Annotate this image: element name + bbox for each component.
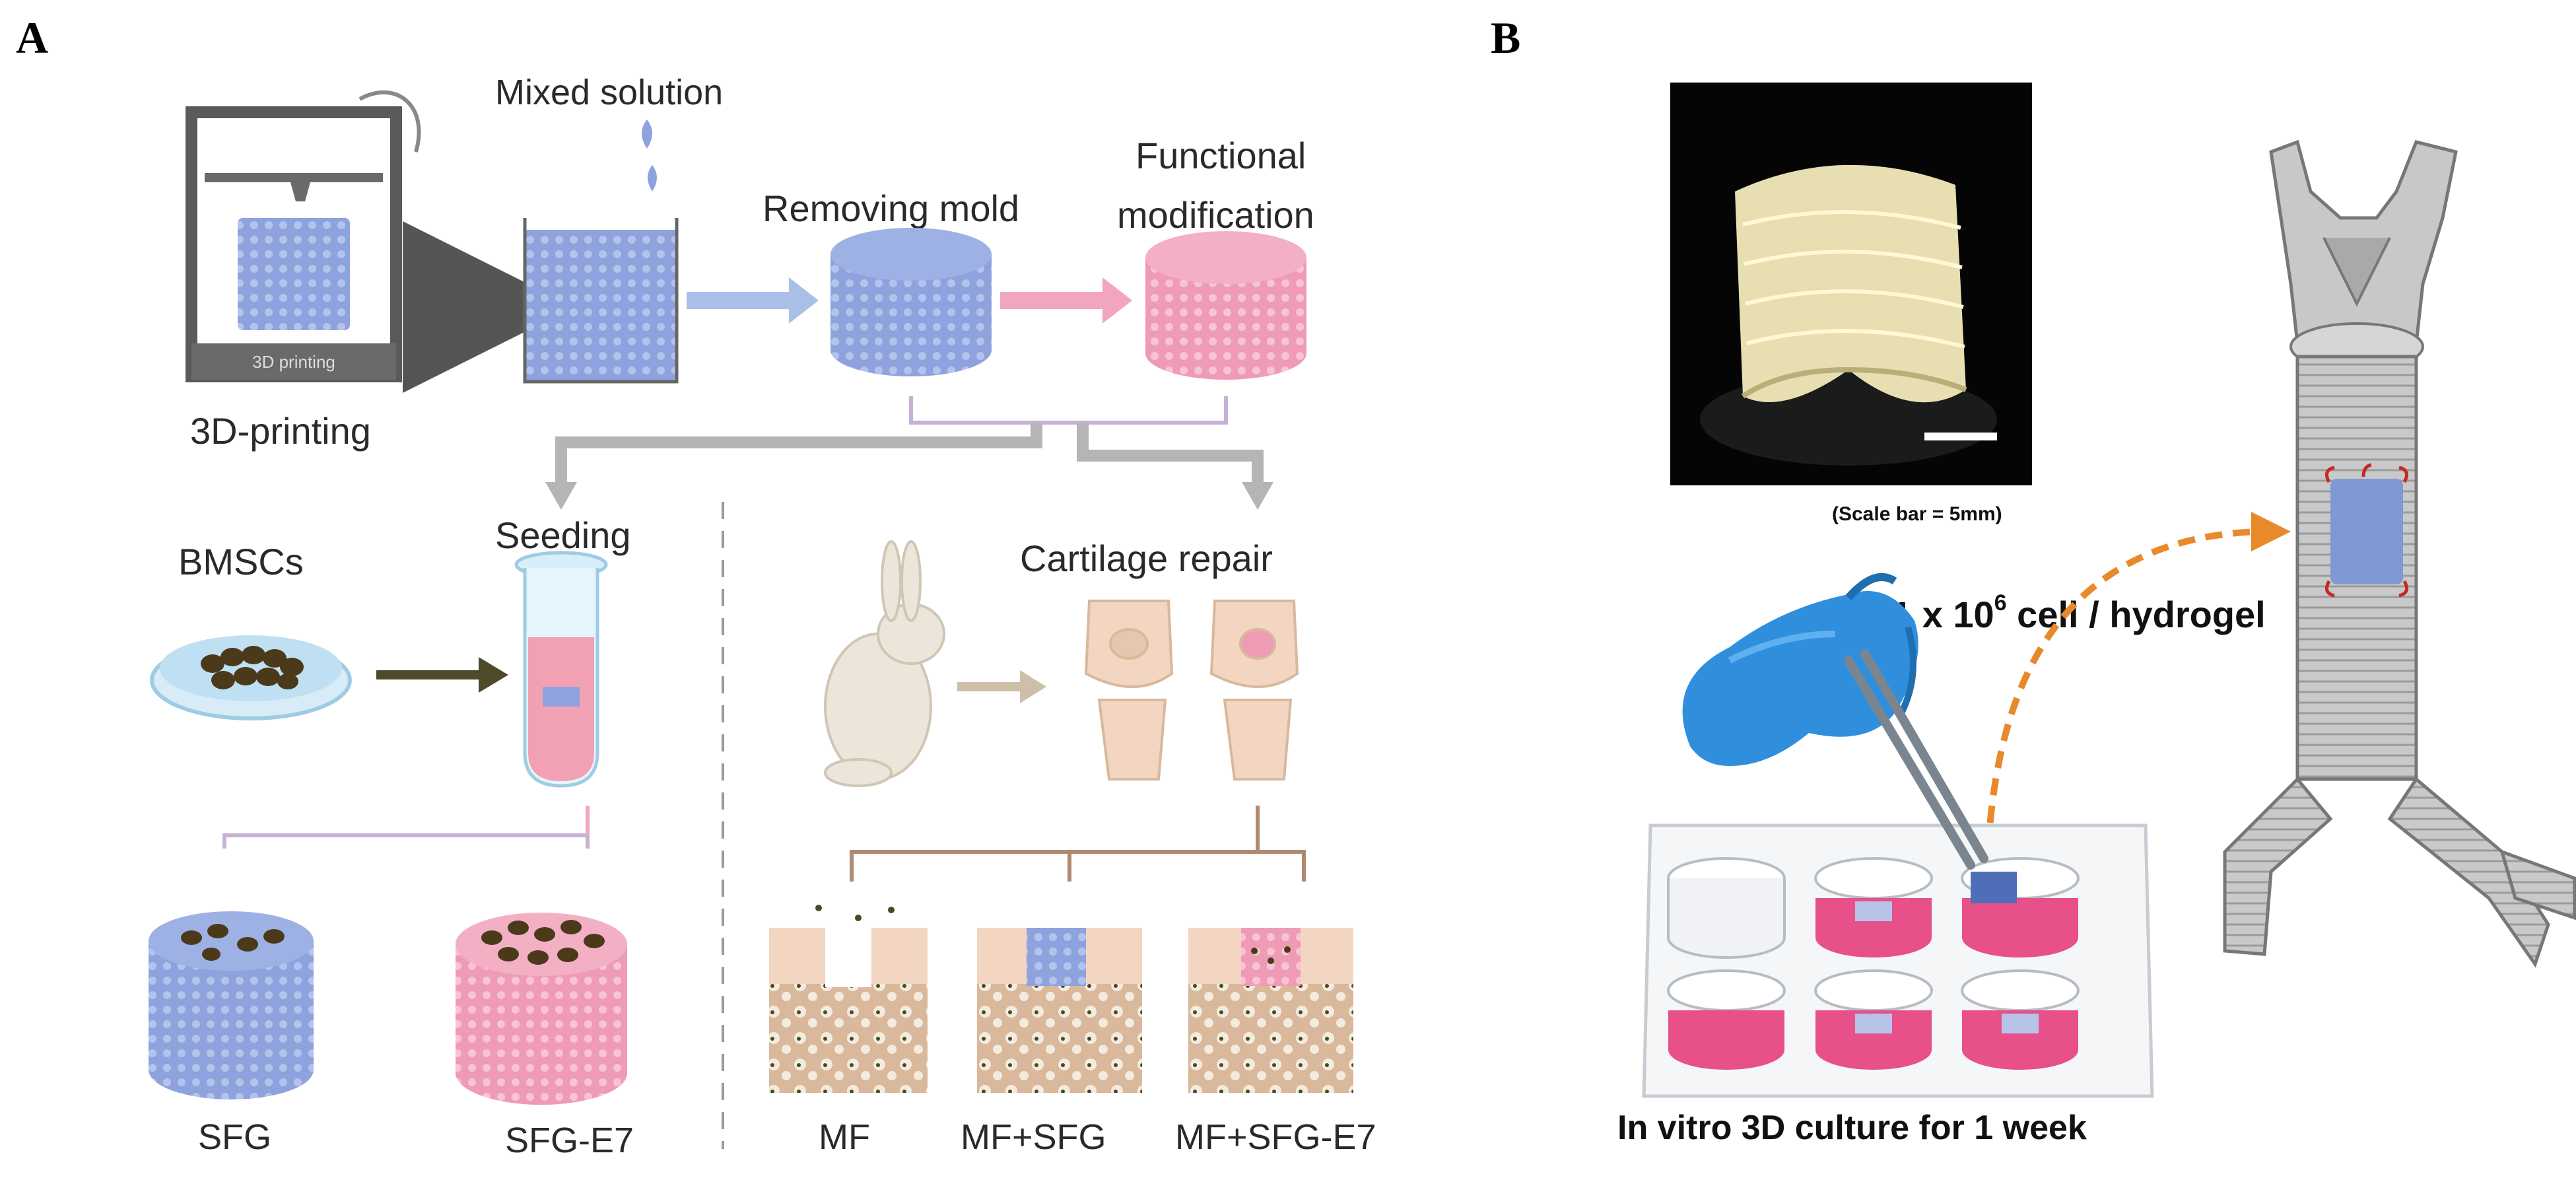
mixed-solution-container bbox=[523, 218, 679, 384]
printer-illustration: 3D printing bbox=[186, 90, 421, 382]
label-sfg: SFG bbox=[198, 1117, 271, 1157]
label-mf-sfg-e7: MF+SFG-E7 bbox=[1175, 1117, 1376, 1157]
well-pink-2 bbox=[1961, 857, 2080, 958]
droplet-icon bbox=[642, 120, 652, 149]
well-plate bbox=[1642, 823, 2154, 1098]
rabbit-illustration bbox=[824, 540, 945, 787]
seeding-tube bbox=[514, 551, 608, 788]
arrow-head-pink bbox=[1102, 277, 1132, 324]
orange-arrow-head bbox=[2251, 512, 2291, 551]
arrow-head-beige bbox=[1020, 670, 1046, 703]
step-mixed-solution: Mixed solution bbox=[495, 73, 723, 112]
panel-b: (Scale bar = 5mm) 1 x 106 cell / hydroge… bbox=[1617, 83, 2576, 1147]
gloved-hand bbox=[1682, 573, 1918, 766]
implanted-scaffold bbox=[2330, 479, 2403, 584]
step-3d-printing: 3D-printing bbox=[190, 410, 371, 452]
blue-scaffold-disk bbox=[830, 228, 992, 376]
merge-line bbox=[909, 396, 1228, 425]
mf-sfg-e7-tissue-block bbox=[1188, 928, 1353, 1093]
sfg-scaffold bbox=[149, 911, 314, 1099]
well-pink-5 bbox=[1961, 969, 2080, 1070]
label-seeding: Seeding bbox=[495, 514, 631, 556]
label-cartilage-repair: Cartilage repair bbox=[1020, 538, 1273, 579]
well-empty bbox=[1667, 857, 1786, 959]
mf-tissue-block bbox=[769, 905, 928, 1093]
label-mf: MF bbox=[819, 1117, 870, 1157]
step-removing-mold: Removing mold bbox=[763, 188, 1019, 229]
panel-label-b: B bbox=[1491, 13, 1520, 63]
panel-label-a: A bbox=[16, 13, 48, 63]
arrow-head-blue bbox=[789, 277, 819, 324]
split-arrow-left bbox=[555, 423, 1042, 489]
well-pink-1 bbox=[1814, 857, 1933, 958]
pink-scaffold-disk bbox=[1145, 231, 1306, 380]
well-pink-4 bbox=[1814, 969, 1933, 1070]
label-bmscs: BMSCs bbox=[178, 541, 304, 582]
well-pink-3 bbox=[1667, 969, 1786, 1070]
arrow-head-olive bbox=[479, 657, 508, 693]
cell-density-label: 1 x 106 cell / hydrogel bbox=[1891, 590, 2266, 635]
printer-screen-label: 3D printing bbox=[252, 352, 335, 372]
forceps bbox=[1844, 649, 1988, 870]
scale-bar-caption: (Scale bar = 5mm) bbox=[1832, 503, 2002, 525]
culture-caption: In vitro 3D culture for 1 week bbox=[1617, 1109, 2087, 1147]
bracket-groups bbox=[850, 850, 1306, 882]
hydrogel-photo bbox=[1670, 83, 2032, 485]
step-modification: modification bbox=[1117, 194, 1314, 236]
petri-dish bbox=[150, 635, 352, 720]
knee-joint-1 bbox=[1084, 600, 1174, 781]
label-sfg-e7: SFG-E7 bbox=[505, 1121, 634, 1160]
arrow-head-right bbox=[1242, 482, 1273, 510]
panel-a: 3D printing 3D-printing Mixed solution R… bbox=[149, 73, 1376, 1160]
arrow-head-left bbox=[545, 482, 577, 510]
step-functional: Functional bbox=[1135, 135, 1306, 176]
knee-joint-2 bbox=[1209, 600, 1299, 781]
scale-bar bbox=[1924, 433, 1997, 440]
mf-sfg-tissue-block bbox=[977, 928, 1142, 1093]
droplet-icon-2 bbox=[648, 165, 657, 192]
trachea-illustration bbox=[2223, 139, 2576, 968]
sfg-e7-scaffold bbox=[456, 913, 627, 1105]
label-mf-sfg: MF+SFG bbox=[961, 1117, 1106, 1157]
split-arrow-right bbox=[1077, 423, 1264, 489]
orange-transfer-arrow bbox=[1984, 528, 2258, 879]
bracket-scaffolds bbox=[222, 833, 590, 849]
